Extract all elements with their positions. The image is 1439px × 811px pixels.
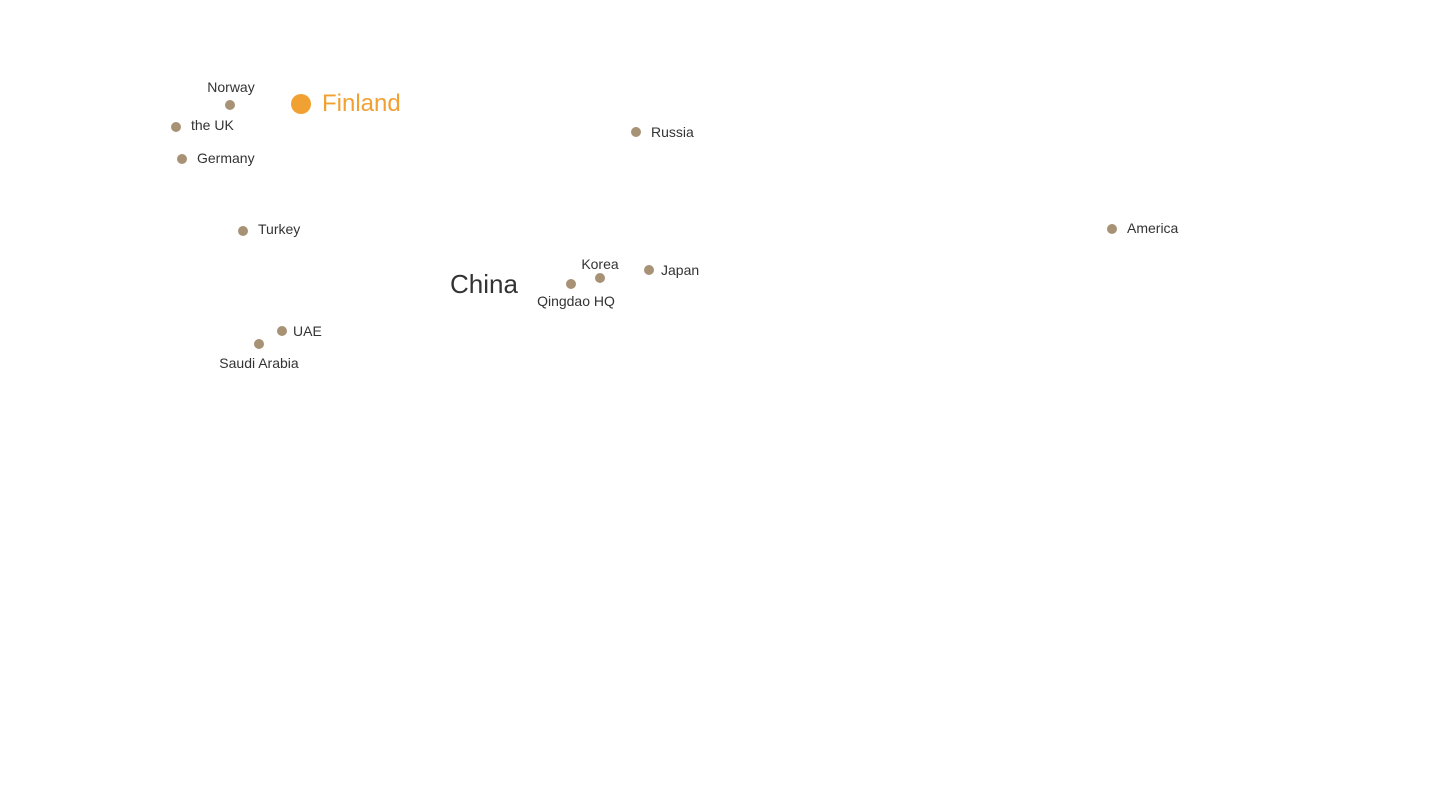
location-uae[interactable]: UAE (277, 323, 322, 339)
location-qingdao-hq[interactable]: Qingdao HQ (537, 279, 615, 309)
location-germany[interactable]: Germany (177, 150, 255, 166)
location-label: Korea (581, 256, 619, 272)
location-label: Russia (651, 124, 694, 140)
location-japan[interactable]: Japan (644, 262, 699, 278)
region-label-china: China (450, 269, 518, 299)
location-korea[interactable]: Korea (581, 256, 619, 283)
location-label: Norway (207, 79, 254, 95)
location-marker (631, 127, 641, 137)
location-saudi-arabia[interactable]: Saudi Arabia (219, 339, 299, 371)
location-label: America (1127, 220, 1179, 236)
location-label: the UK (191, 117, 234, 133)
location-label: Japan (661, 262, 699, 278)
location-the-uk[interactable]: the UK (171, 117, 234, 133)
location-america[interactable]: America (1107, 220, 1179, 236)
location-marker-highlighted (291, 94, 311, 114)
location-marker (171, 122, 181, 132)
location-label: UAE (293, 323, 322, 339)
location-label: Qingdao HQ (537, 293, 615, 309)
location-marker (254, 339, 264, 349)
location-marker (177, 154, 187, 164)
location-turkey[interactable]: Turkey (238, 221, 300, 237)
location-marker (277, 326, 287, 336)
location-russia[interactable]: Russia (631, 124, 694, 140)
location-norway[interactable]: Norway (207, 79, 255, 110)
location-label-highlighted: Finland (322, 90, 401, 117)
location-marker (644, 265, 654, 275)
location-label: Turkey (258, 221, 300, 237)
location-marker (566, 279, 576, 289)
location-marker (238, 226, 248, 236)
location-finland[interactable]: Finland (291, 90, 401, 117)
location-label: Saudi Arabia (219, 355, 299, 371)
location-label: Germany (197, 150, 255, 166)
location-marker (225, 100, 235, 110)
location-marker (595, 273, 605, 283)
location-marker (1107, 224, 1117, 234)
